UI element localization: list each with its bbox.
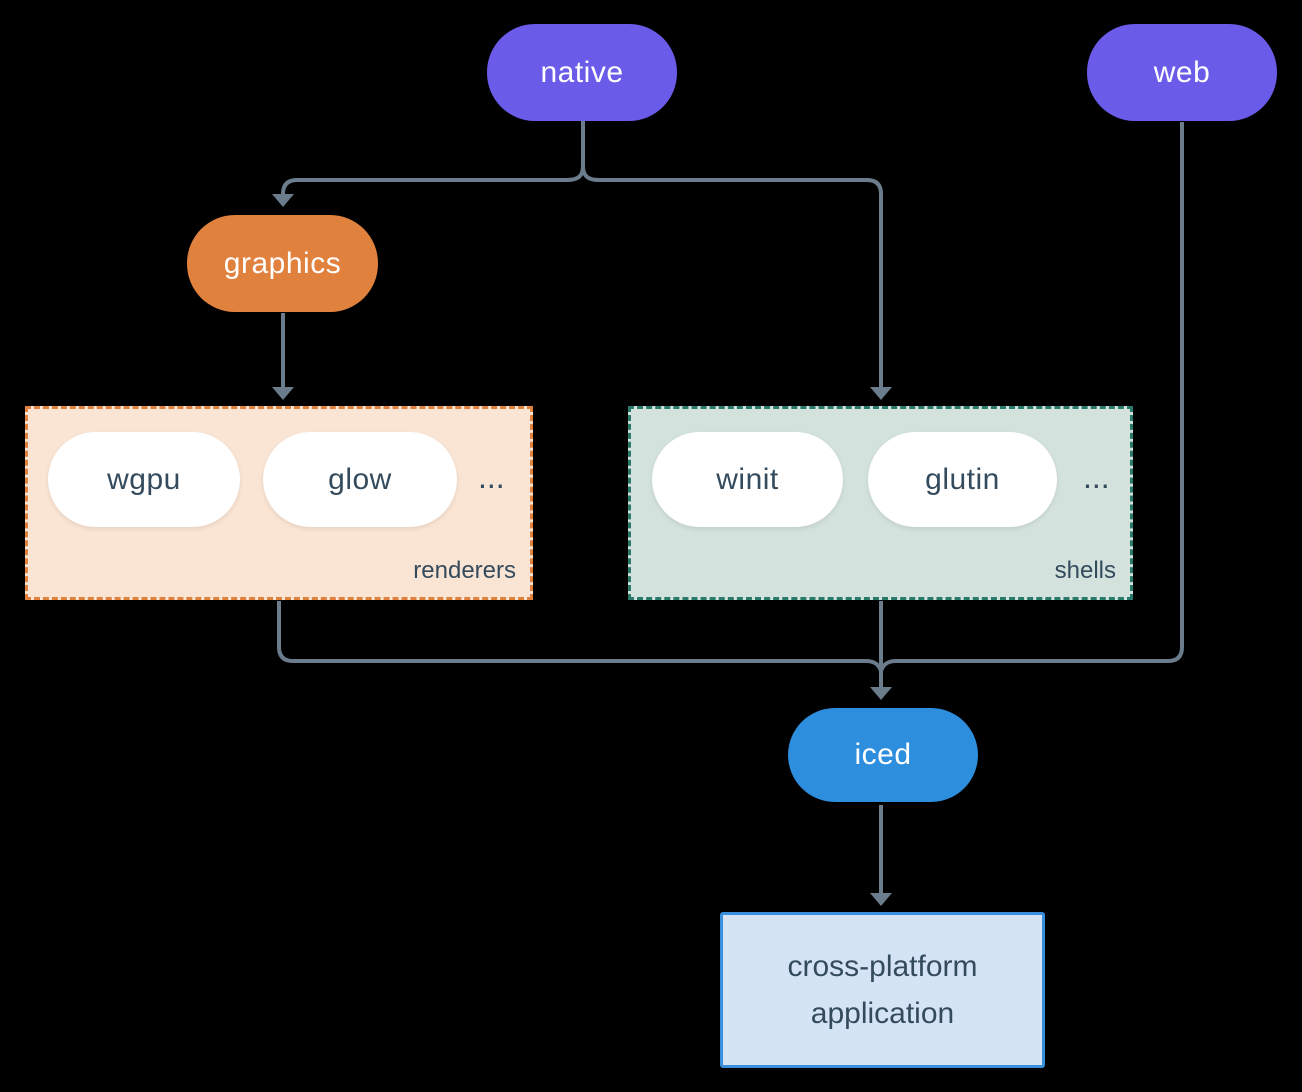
node-application[interactable]: cross-platform application	[720, 912, 1045, 1068]
node-graphics[interactable]: graphics	[187, 215, 378, 312]
node-glow[interactable]: glow	[263, 432, 457, 527]
edge-native-to-graphics	[281, 165, 585, 195]
node-wgpu-label: wgpu	[107, 462, 181, 496]
node-graphics-label: graphics	[223, 246, 342, 280]
node-native[interactable]: native	[487, 24, 677, 121]
node-native-label: native	[540, 55, 624, 89]
group-renderers-label: renderers	[413, 557, 516, 584]
arrowhead-application	[870, 893, 892, 906]
shells-ellipsis: ...	[1083, 459, 1110, 495]
group-renderers: wgpu glow ... renderers	[25, 406, 533, 600]
node-application-label-line2: application	[810, 997, 955, 1030]
node-web-label: web	[1153, 55, 1211, 89]
group-shells: winit glutin ... shells	[628, 406, 1133, 600]
node-glutin-label: glutin	[925, 462, 1000, 496]
edge-renderers-to-iced	[277, 601, 883, 672]
edge-native-to-shells	[581, 165, 883, 387]
node-winit[interactable]: winit	[652, 432, 843, 527]
node-iced-label: iced	[854, 738, 912, 771]
node-web[interactable]: web	[1087, 24, 1277, 121]
renderers-ellipsis: ...	[478, 459, 505, 495]
arrowhead-graphics	[272, 194, 294, 207]
node-wgpu[interactable]: wgpu	[48, 432, 240, 527]
node-glutin[interactable]: glutin	[868, 432, 1057, 527]
arrowhead-shells	[870, 387, 892, 400]
node-application-label-line1: cross-platform	[787, 950, 978, 983]
arrowhead-renderers	[272, 387, 294, 400]
node-glow-label: glow	[328, 462, 392, 496]
node-winit-label: winit	[716, 462, 779, 496]
group-shells-label: shells	[1054, 557, 1116, 584]
arrowhead-iced	[870, 687, 892, 700]
node-iced[interactable]: iced	[788, 708, 978, 802]
